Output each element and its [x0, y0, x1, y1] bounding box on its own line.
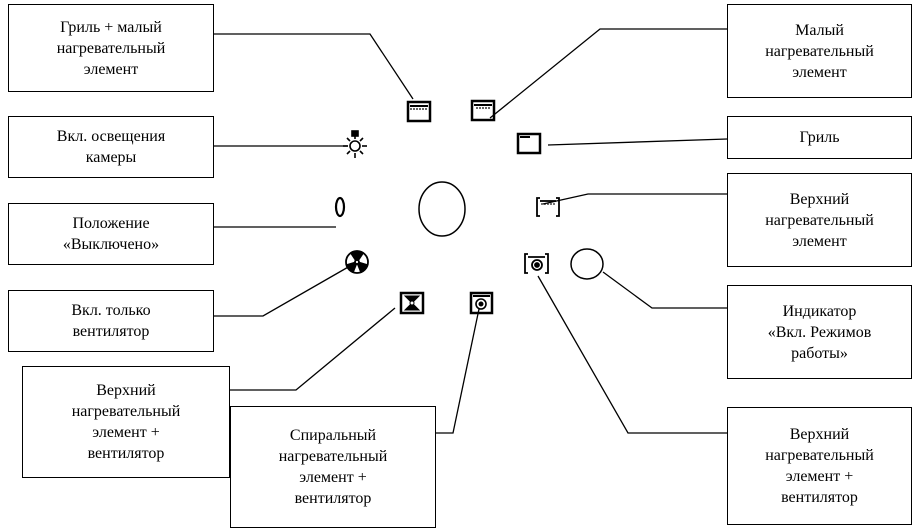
label-grill-small-heater: Гриль + малый нагревательный элемент [8, 4, 214, 92]
label-text: Малый нагревательный элемент [765, 21, 874, 81]
leader-grill [547, 138, 728, 146]
label-text: Вкл. только вентилятор [71, 302, 151, 340]
indicator-lamp [570, 248, 604, 280]
label-text: Индикатор «Вкл. Режимов работы» [767, 302, 872, 362]
top-heater-fan-square-icon [399, 291, 425, 315]
label-text: Спиральный нагревательный элемент + вент… [278, 427, 388, 507]
lamp-icon [343, 130, 367, 158]
label-light: Вкл. освещения камеры [8, 116, 214, 178]
leader-indicator [602, 271, 727, 309]
leader-small-heater [489, 28, 727, 119]
leader-spiral-fan [436, 308, 480, 434]
label-text: Положение «Выключено» [62, 215, 160, 253]
leader-grill-small [214, 33, 414, 100]
label-text: Верхний нагревательный элемент + вентиля… [765, 426, 874, 506]
label-text: Верхний нагревательный элемент + вентиля… [71, 382, 181, 462]
label-fan-only: Вкл. только вентилятор [8, 290, 214, 352]
grill-icon [516, 132, 542, 155]
leader-top-fan-right [537, 275, 727, 434]
label-top-heater: Верхний нагревательный элемент [727, 173, 912, 267]
spiral-heater-fan-icon [469, 291, 494, 315]
label-text: Верхний нагревательный элемент [765, 190, 874, 250]
label-text: Гриль + малый нагревательный элемент [56, 18, 166, 78]
leader-top-fan-left [230, 307, 396, 391]
leader-fan-only [214, 265, 351, 317]
leader-top-heater [542, 193, 727, 205]
leader-lines [214, 28, 728, 434]
label-spiral-heater-fan: Спиральный нагревательный элемент + вент… [230, 406, 436, 528]
label-text: Гриль [799, 129, 840, 146]
label-off-position: Положение «Выключено» [8, 203, 214, 265]
top-heater-fan-icon [524, 253, 549, 274]
label-small-heater: Малый нагревательный элемент [727, 4, 912, 98]
label-text: Вкл. освещения камеры [56, 128, 166, 166]
small-heater-icon [470, 99, 496, 122]
top-heater-icon [536, 197, 560, 217]
label-indicator: Индикатор «Вкл. Режимов работы» [727, 285, 912, 379]
grill-small-heater-icon [406, 100, 432, 123]
label-top-heater-fan-right: Верхний нагревательный элемент + вентиля… [727, 407, 912, 525]
fan-icon [345, 250, 369, 274]
label-grill: Гриль [727, 116, 912, 159]
mode-knob[interactable] [418, 181, 466, 237]
label-top-heater-fan-left: Верхний нагревательный элемент + вентиля… [22, 366, 230, 478]
off-position-icon [334, 196, 346, 218]
